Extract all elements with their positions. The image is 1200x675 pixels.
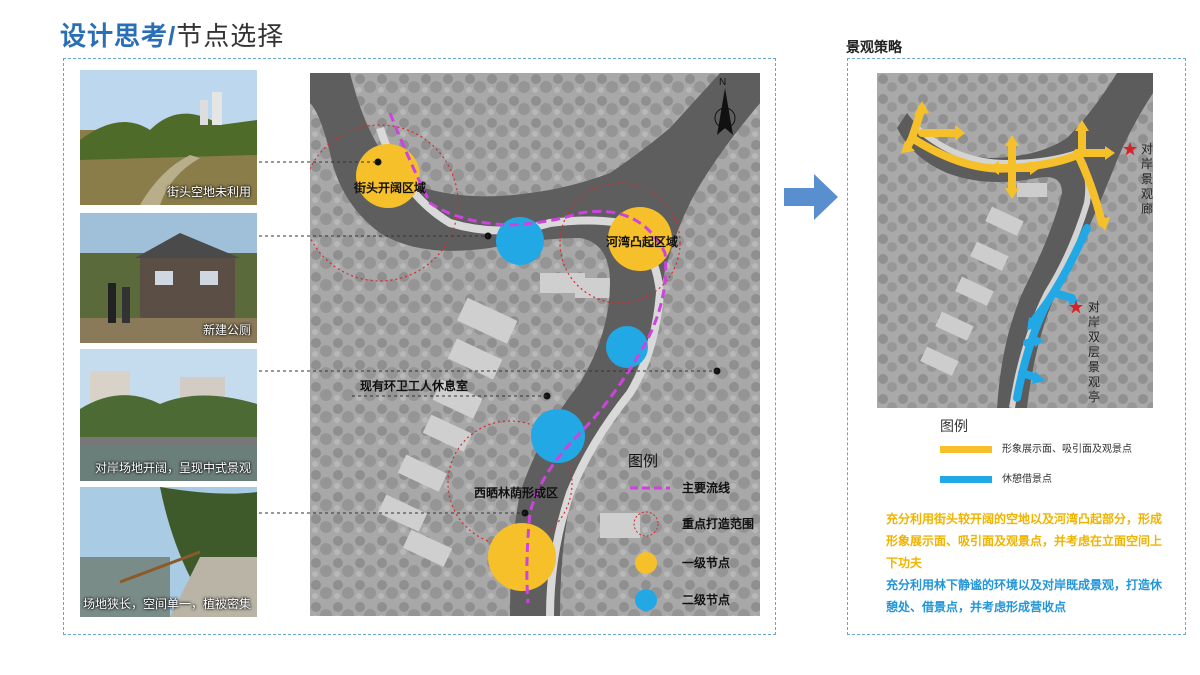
north-label: N (719, 77, 726, 88)
node-label-3: 西晒林荫形成区 (474, 485, 558, 500)
node-label-1: 街头开阔区域 (353, 180, 426, 195)
buildings (920, 183, 1047, 376)
opposite-landscape-label-2: 对岸双层景观亭 (1087, 300, 1100, 404)
star-icon (1123, 142, 1137, 156)
focus-range-1 (310, 124, 459, 282)
legend-label: 休憩借景点 (1002, 474, 1052, 485)
secondary-node-3 (531, 409, 585, 463)
page-title: 设计思考/节点选择 (60, 16, 284, 53)
node-label-2: 河湾凸起区域 (605, 234, 678, 249)
strategy-text-1: 充分利用街头较开阔的空地以及河湾凸起部分，形成形象展示面、吸引面及观景点，并考虑… (886, 512, 1163, 570)
photo-opposite-bank: 对岸场地开阔，呈现中式景观 (80, 349, 257, 481)
legend-label: 形象展示面、吸引面及观景点 (1002, 444, 1132, 455)
strategy-panel (847, 58, 1186, 635)
map-legend: 图例 主要流线 重点打造范围 一级节点 二级节点 (628, 453, 754, 611)
secondary-node-1 (496, 217, 544, 265)
photo-open-space-image (80, 70, 257, 205)
display-zone-arrows (903, 104, 1111, 227)
analysis-panel (63, 58, 776, 635)
page-title-main: 设计思考/ (60, 21, 177, 51)
primary-node-2 (608, 207, 672, 271)
page-title-sub: 节点选择 (176, 21, 285, 51)
photo-caption: 街头空地未利用 (166, 185, 251, 199)
main-flow-line (388, 112, 668, 604)
primary-node-1 (356, 144, 420, 208)
legend-label-primary: 一级节点 (682, 555, 730, 570)
photo-caption: 场地狭长，空间单一，植被密集 (82, 597, 251, 611)
north-arrow-icon (714, 88, 736, 135)
photo-narrow-path: 场地狭长，空间单一，植被密集 (80, 487, 257, 617)
legend-label-range: 重点打造范围 (682, 516, 754, 531)
photo-open-space: 街头空地未利用 (80, 70, 257, 205)
photo-opposite-bank-image (80, 349, 257, 481)
photo-narrow-path-image (80, 487, 257, 617)
opposite-landscape-label-1: 对岸景观廊 (1140, 142, 1153, 216)
right-arrow-icon (784, 174, 838, 220)
node-labels: 街头开阔区域 河湾凸起区域 西晒林荫形成区 现有环卫工人休息室 (353, 180, 678, 500)
photo-toilet: 新建公厕 (80, 213, 257, 343)
legend-label-secondary: 二级节点 (682, 592, 730, 607)
legend-swatch-yellow (940, 445, 992, 453)
rest-zone-arrowheads (1027, 293, 1080, 384)
focus-range-2 (559, 182, 681, 304)
strategy-legend-item-rest: 休憩借景点 (940, 470, 1052, 485)
legend-title: 图例 (628, 453, 658, 470)
rest-station-label: 现有环卫工人休息室 (360, 378, 468, 393)
strategy-map (877, 73, 1153, 408)
legend-secondary-swatch (635, 589, 657, 611)
legend-primary-swatch (635, 552, 657, 574)
photo-toilet-image (80, 213, 257, 343)
focus-range-3 (447, 420, 573, 546)
photo-caption: 新建公厕 (202, 323, 251, 337)
strategy-legend-item-display: 形象展示面、吸引面及观景点 (940, 440, 1132, 455)
node-map: N 街头开阔区域 河湾凸起区域 西晒林荫形成区 现有环卫工人休息室 图例 主要流… (310, 73, 760, 616)
primary-node-3 (488, 523, 556, 591)
photo-caption: 对岸场地开阔，呈现中式景观 (94, 461, 251, 475)
strategy-text-2: 充分利用林下静谧的环境以及对岸既成景观，打造休憩处、借景点，并考虑形成营收点 (886, 578, 1163, 614)
legend-range-swatch (633, 511, 659, 537)
strategy-legend-title: 图例 (940, 418, 968, 434)
leader-dot (374, 158, 382, 166)
buildings (377, 273, 640, 567)
display-zone-arrowheads (901, 101, 1115, 231)
legend-label-flow: 主要流线 (682, 480, 730, 495)
strategy-title: 景观策略 (846, 39, 902, 55)
strategy-text: 充分利用街头较开阔的空地以及河湾凸起部分，形成形象展示面、吸引面及观景点，并考虑… (886, 508, 1172, 618)
star-icon (1069, 300, 1083, 314)
legend-swatch-blue (940, 475, 992, 483)
